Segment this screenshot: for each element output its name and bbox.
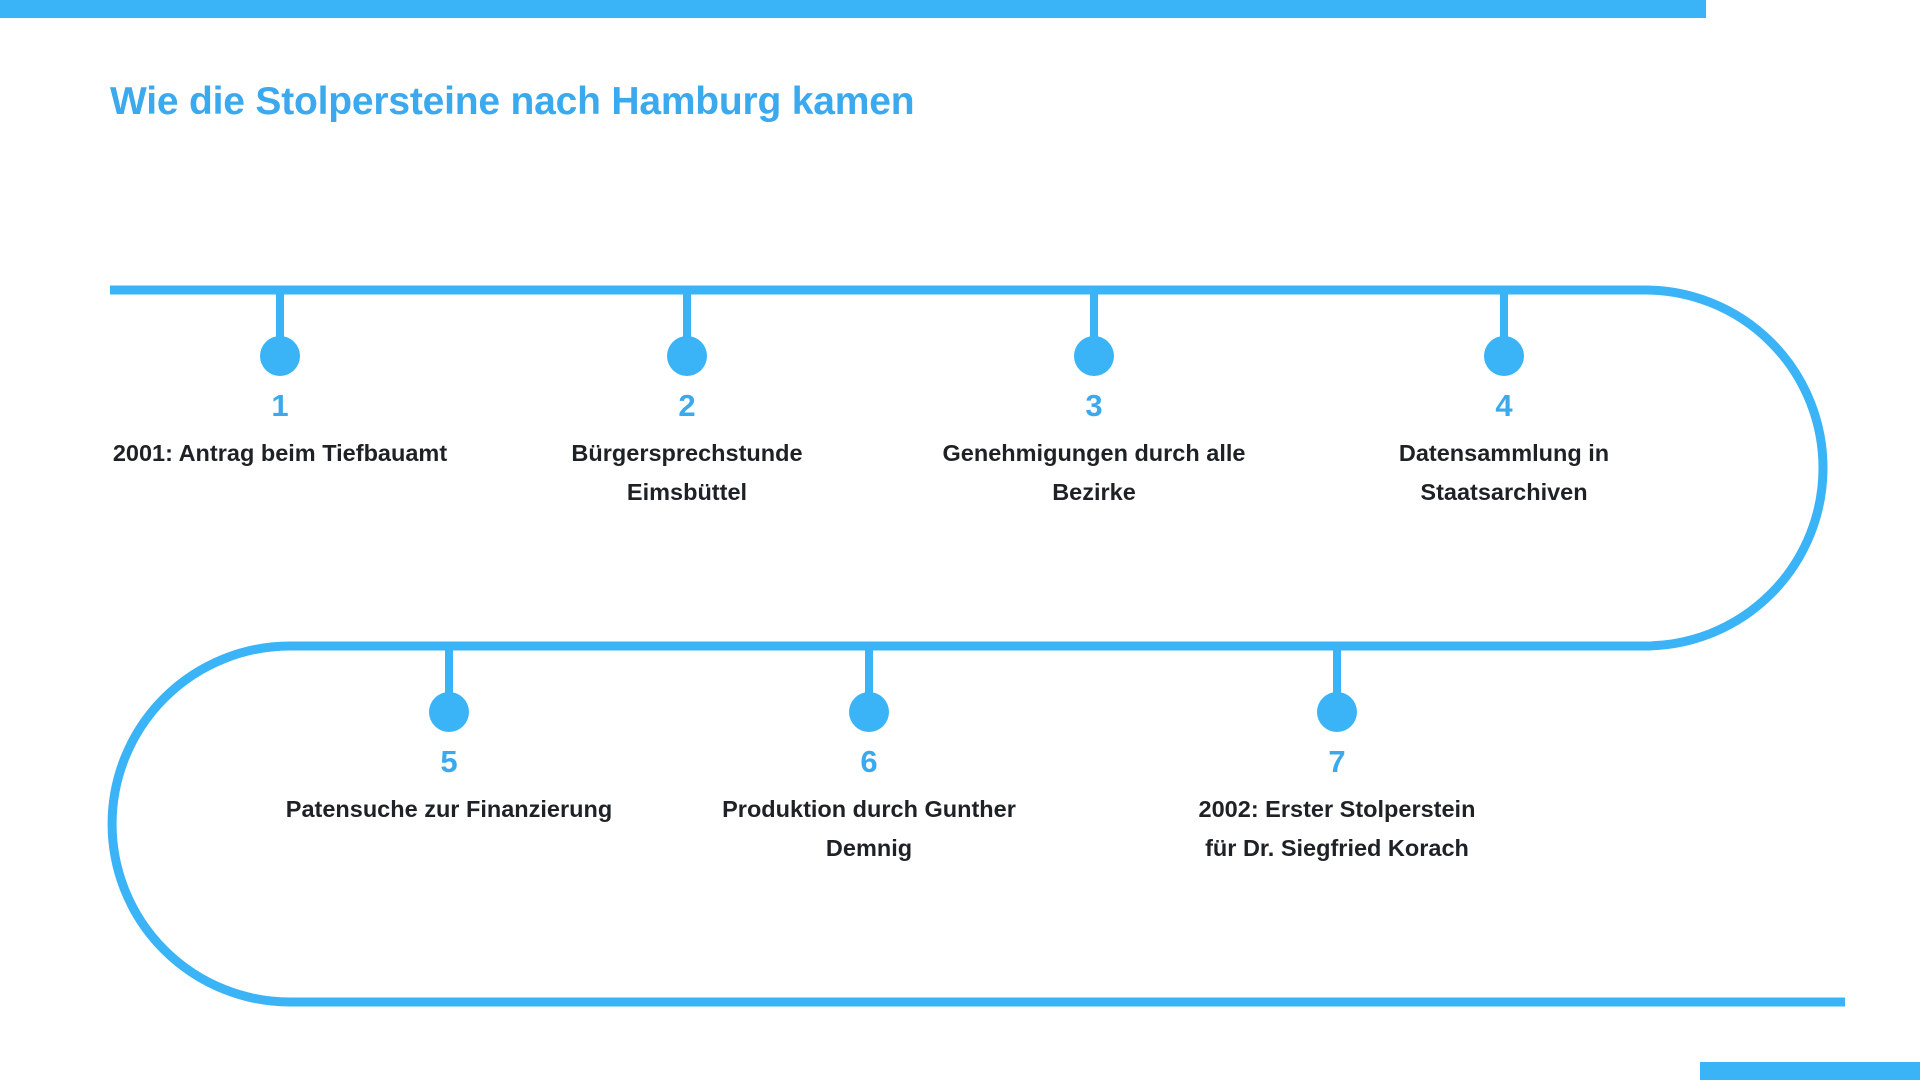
marker-number: 4 xyxy=(1495,388,1513,423)
marker-label: Bürgersprechstunde Eimsbüttel xyxy=(571,440,803,506)
marker-number: 5 xyxy=(440,744,458,779)
bottom-right-accent-bar xyxy=(1700,1062,1920,1080)
marker-number: 3 xyxy=(1085,388,1103,423)
marker-stem-icon xyxy=(1090,290,1098,352)
marker-dot-icon xyxy=(260,336,300,376)
marker-dot-icon xyxy=(1484,336,1524,376)
marker-stem-icon xyxy=(1500,290,1508,352)
page-title: Wie die Stolpersteine nach Hamburg kamen xyxy=(110,80,915,123)
marker-dot-icon xyxy=(667,336,707,376)
marker-stem-icon xyxy=(865,646,873,708)
marker-label: Datensammlung in Staatsarchiven xyxy=(1398,440,1610,506)
top-accent-bar xyxy=(0,0,1706,18)
marker-dot-icon xyxy=(849,692,889,732)
marker-label: 2002: Erster Stolperstein für Dr. Siegfr… xyxy=(1198,796,1476,862)
marker-number: 1 xyxy=(271,388,289,423)
marker-dot-icon xyxy=(1317,692,1357,732)
marker-stem-icon xyxy=(1333,646,1341,708)
marker-stem-icon xyxy=(683,290,691,352)
marker-dot-icon xyxy=(1074,336,1114,376)
marker-label: Patensuche zur Finanzierung xyxy=(285,796,613,822)
marker-number: 2 xyxy=(678,388,696,423)
marker-number: 7 xyxy=(1328,744,1346,779)
marker-label: Genehmigungen durch alle Bezirke xyxy=(942,440,1246,506)
marker-stem-icon xyxy=(276,290,284,352)
marker-label: 2001: Antrag beim Tiefbauamt xyxy=(112,440,448,466)
marker-dot-icon xyxy=(429,692,469,732)
marker-label: Produktion durch Gunther Demnig xyxy=(722,796,1016,862)
marker-stem-icon xyxy=(445,646,453,708)
marker-number: 6 xyxy=(860,744,878,779)
